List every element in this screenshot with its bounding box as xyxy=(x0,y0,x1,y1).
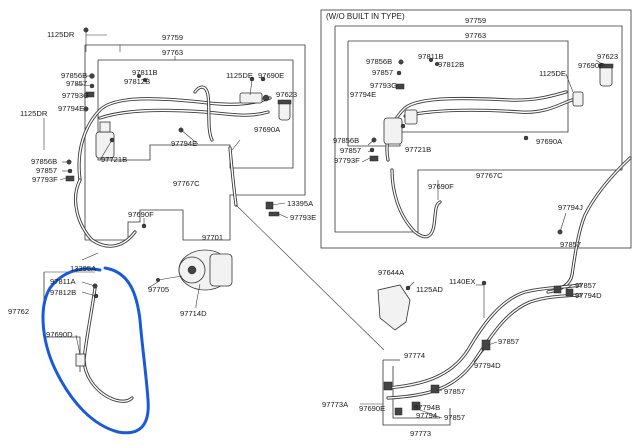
inset-label-97811b: 97811B xyxy=(418,52,444,61)
compressor-97701 xyxy=(155,249,233,306)
label-97857-b: 97857 xyxy=(36,166,57,175)
inset-valve xyxy=(383,109,418,145)
group-97774-box xyxy=(392,366,440,419)
inset-box xyxy=(320,9,632,249)
leader-lines xyxy=(43,34,606,419)
inset-label-97793g: 97793G xyxy=(370,81,397,90)
label-97794e-b: 97794E xyxy=(171,139,197,148)
expansion-valve xyxy=(95,121,115,159)
label-97793f: 97793F xyxy=(32,175,58,184)
label-97701: 97701 xyxy=(202,233,223,242)
label-97623: 97623 xyxy=(276,90,297,99)
inset-label-97856b: 97856B xyxy=(366,57,392,66)
label-13395a: 13395A xyxy=(287,199,314,208)
label-97794j: 97794J xyxy=(558,203,583,212)
label-97705: 97705 xyxy=(148,285,169,294)
label-97767c: 97767C xyxy=(173,179,200,188)
receiver-drier-97623 xyxy=(277,99,292,121)
inset-label-97857: 97857 xyxy=(372,68,393,77)
label-97690e-b: 97690E xyxy=(359,404,385,413)
label-97690d: 97690D xyxy=(46,330,73,339)
bracket-97690e xyxy=(239,92,270,104)
inset-label-97812b: 97812B xyxy=(438,60,464,69)
inset-label-97721b: 97721B xyxy=(405,145,431,154)
label-97857-e: 97857 xyxy=(498,337,519,346)
label-97794b: 97794B xyxy=(414,403,440,412)
label-1125de: 1125DE xyxy=(226,71,253,80)
label-97856b: 97856B xyxy=(61,71,87,80)
group-97763-box xyxy=(97,59,294,169)
inset-label-97690e: 97690E xyxy=(578,61,604,70)
label-97690e: 97690E xyxy=(258,71,284,80)
bracket-97644a xyxy=(377,284,411,331)
inset-label-97794e: 97794E xyxy=(350,90,376,99)
inset-label-97767c: 97767C xyxy=(476,171,503,180)
inset-label-97763: 97763 xyxy=(465,31,486,40)
label-97812b-b: 97812B xyxy=(50,288,76,297)
label-97793e: 97793E xyxy=(290,213,316,222)
label-1140ex: 1140EX xyxy=(449,277,475,286)
small-parts-main xyxy=(65,73,280,229)
label-97857: 97857 xyxy=(66,79,87,88)
label-1125dr-left: 1125DR xyxy=(20,109,48,118)
hose-97762 xyxy=(75,283,134,403)
inset-label-1125de: 1125DE xyxy=(539,69,566,78)
group-97773-box xyxy=(382,359,451,426)
label-97714d: 97714D xyxy=(180,309,207,318)
inset-label-97793f: 97793F xyxy=(334,156,360,165)
label-97811b: 97811B xyxy=(132,68,158,77)
label-97794: 97794 xyxy=(416,411,437,420)
inset-drier-97623 xyxy=(572,63,614,107)
label-13395a-b: 13395A xyxy=(70,264,97,273)
label-97794d-b: 97794D xyxy=(474,361,501,370)
bolt-1125dr xyxy=(83,27,89,52)
inset-label-97690f: 97690F xyxy=(428,182,454,191)
label-1125ad: 1125AD xyxy=(416,285,443,294)
inset-small-parts xyxy=(369,57,529,162)
inset-label-97623: 97623 xyxy=(597,52,618,61)
label-1125dr-top: 1125DR xyxy=(47,30,75,39)
label-97794d: 97794D xyxy=(575,291,602,300)
label-97856b-b: 97856B xyxy=(31,157,57,166)
label-97690a: 97690A xyxy=(254,125,281,134)
inset-label-97856b-b: 97856B xyxy=(333,136,359,145)
label-97759: 97759 xyxy=(162,33,183,42)
label-97644a: 97644A xyxy=(378,268,405,277)
label-97690f: 97690F xyxy=(128,210,154,219)
inset-label-97857-b: 97857 xyxy=(340,146,361,155)
label-97773: 97773 xyxy=(410,429,431,438)
pipe-97794j xyxy=(546,156,632,294)
label-97812b: 97812B xyxy=(124,77,150,86)
label-97793g: 97793G xyxy=(62,91,89,100)
label-97857-c: 97857 xyxy=(560,240,581,249)
label-97762: 97762 xyxy=(8,307,29,316)
label-97763: 97763 xyxy=(162,48,183,57)
pipe-97767c xyxy=(73,178,137,248)
label-97857-f: 97857 xyxy=(444,387,465,396)
lower-small-parts xyxy=(383,229,574,416)
label-97794e: 97794E xyxy=(58,104,84,113)
label-97721b: 97721B xyxy=(101,155,127,164)
label-97811a: 97811A xyxy=(50,277,77,286)
pipe-97763 xyxy=(77,85,272,182)
label-97774: 97774 xyxy=(404,351,425,360)
label-97857-g: 97857 xyxy=(444,413,465,422)
inset-97759-box xyxy=(334,25,623,233)
inset-label-97759: 97759 xyxy=(465,16,486,25)
label-97773a: 97773A xyxy=(322,400,349,409)
pipe-to-compressor xyxy=(228,146,385,351)
highlight-annotation xyxy=(41,266,150,435)
label-97857-d: 97857 xyxy=(575,281,596,290)
inset-header: (W/O BUILT IN TYPE) xyxy=(326,12,405,21)
inset-label-97690a: 97690A xyxy=(536,137,563,146)
inset-pipe-97767c xyxy=(390,168,442,239)
